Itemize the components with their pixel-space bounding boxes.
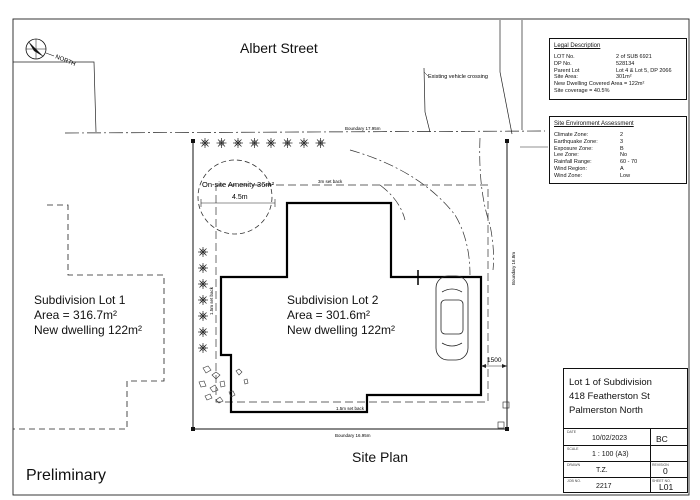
- env-row: Exposure Zone:B: [554, 145, 624, 152]
- project-title: Lot 1 of Subdivision 418 Featherston St …: [569, 377, 652, 416]
- legal-row: Site coverage = 40.5%: [554, 87, 610, 94]
- street-boundary-line: [64, 130, 546, 134]
- amenity-label: On-site Amenity 36m²: [202, 180, 275, 189]
- env-row: Wind Zone:Low: [554, 172, 631, 179]
- boundary-right-label: Boundary 16.8m: [511, 252, 516, 285]
- shrub-icon: [198, 327, 208, 337]
- shrub-icon: [198, 311, 208, 321]
- lot1-boundary: [13, 204, 165, 430]
- setback-left-label: 1.5m set back: [209, 286, 214, 315]
- job-value: 2217: [596, 483, 612, 490]
- env-row: Rainfall Range:60 - 70: [554, 159, 638, 166]
- amenity-area: [197, 159, 273, 235]
- shrub-icon: [198, 247, 208, 257]
- env-row: Lee Zone:No: [554, 152, 628, 159]
- hedge-row-top: [200, 138, 326, 148]
- shrub-icon: [198, 263, 208, 273]
- legal-row: New Dwelling Covered Area = 122m²: [554, 81, 645, 88]
- legal-row: Site Area:301m²: [554, 74, 632, 81]
- revision-label: REVISION: [652, 463, 669, 467]
- shrub-icon: [198, 343, 208, 353]
- driveway-lines: [349, 137, 494, 276]
- dimension-1500: 1500: [487, 357, 502, 364]
- scale-value: 1 : 100 (A3): [592, 451, 629, 458]
- boundary-bottom-label: Boundary 16.95m: [335, 433, 371, 438]
- title-block: Lot 1 of Subdivision 418 Featherston St …: [563, 368, 688, 493]
- lot2-name: Subdivision Lot 2: [287, 293, 379, 307]
- lot2-dwelling: New dwelling 122m²: [287, 323, 396, 337]
- stepping-stones: [198, 365, 249, 404]
- shrub-icon: [198, 279, 208, 289]
- lot1-label: Subdivision Lot 1 Area = 316.7m² New dwe…: [34, 293, 142, 338]
- setback-top-label: 3m set back: [318, 179, 343, 184]
- scale-label: SCALE: [567, 447, 579, 451]
- job-label: JOB NO.: [567, 479, 582, 483]
- street-name: Albert Street: [240, 40, 318, 56]
- legal-description-title: Legal Description: [554, 43, 601, 49]
- street-lines: [13, 20, 523, 135]
- legal-row: DP No.528134: [554, 60, 635, 67]
- legal-description-box: Legal Description LOT No.2 of SUB 6921 D…: [549, 38, 687, 100]
- shrub-icon: [282, 138, 293, 148]
- lot1-area: Area = 316.7m²: [34, 308, 118, 322]
- shrub-icon: [198, 295, 208, 305]
- shrub-icon: [233, 138, 243, 148]
- sheet-no-label: SHEET NO.: [652, 479, 671, 483]
- shrub-icon: [216, 138, 227, 148]
- lot1-name: Subdivision Lot 1: [34, 293, 126, 307]
- shrub-icon: [200, 138, 210, 148]
- sheet-border: [12, 18, 690, 496]
- initials-value: BC: [656, 434, 668, 444]
- env-row: Earthquake Zone:3: [554, 138, 624, 145]
- lot2-area: Area = 301.6m²: [287, 308, 371, 322]
- drawn-value: T.Z.: [596, 467, 608, 474]
- status-label: Preliminary: [26, 467, 107, 484]
- drawn-label: DRAWN: [567, 463, 581, 467]
- north-arrow-icon: [25, 38, 55, 60]
- shrub-icon: [266, 138, 276, 148]
- legal-row: LOT No.2 of SUB 6921: [554, 54, 652, 60]
- lot2-site-boundary: [192, 140, 508, 430]
- shrub-icon: [299, 138, 309, 148]
- vehicle-crossing-label: Existing vehicle crossing: [428, 74, 488, 80]
- env-row: Climate Zone:2: [554, 132, 624, 138]
- date-label: DATE: [567, 430, 577, 434]
- lot2-label: Subdivision Lot 2 Area = 301.6m² New dwe…: [287, 293, 395, 338]
- site-environment-title: Site Environment Assessment: [554, 121, 634, 127]
- north-label: NORTH: [54, 54, 76, 68]
- hedge-row-left: [198, 247, 208, 353]
- site-environment-box: Site Environment Assessment Climate Zone…: [549, 116, 687, 184]
- lot1-dwelling: New dwelling 122m²: [34, 323, 143, 337]
- shrub-icon: [315, 138, 326, 148]
- sheet-title: Site Plan: [352, 449, 409, 465]
- amenity-dimension: 4.5m: [232, 194, 248, 201]
- shrub-icon: [249, 138, 260, 148]
- revision-value: 0: [663, 466, 668, 476]
- boundary-top-label: Boundary 17.95m: [345, 126, 381, 131]
- car-icon: [435, 275, 469, 361]
- date-value: 10/02/2023: [592, 435, 628, 442]
- setback-line: [215, 184, 489, 403]
- env-row: Wind Region:A: [554, 165, 624, 172]
- sheet-no-value: L01: [659, 482, 674, 492]
- setback-bottom-label: 1.5m set back: [336, 406, 365, 411]
